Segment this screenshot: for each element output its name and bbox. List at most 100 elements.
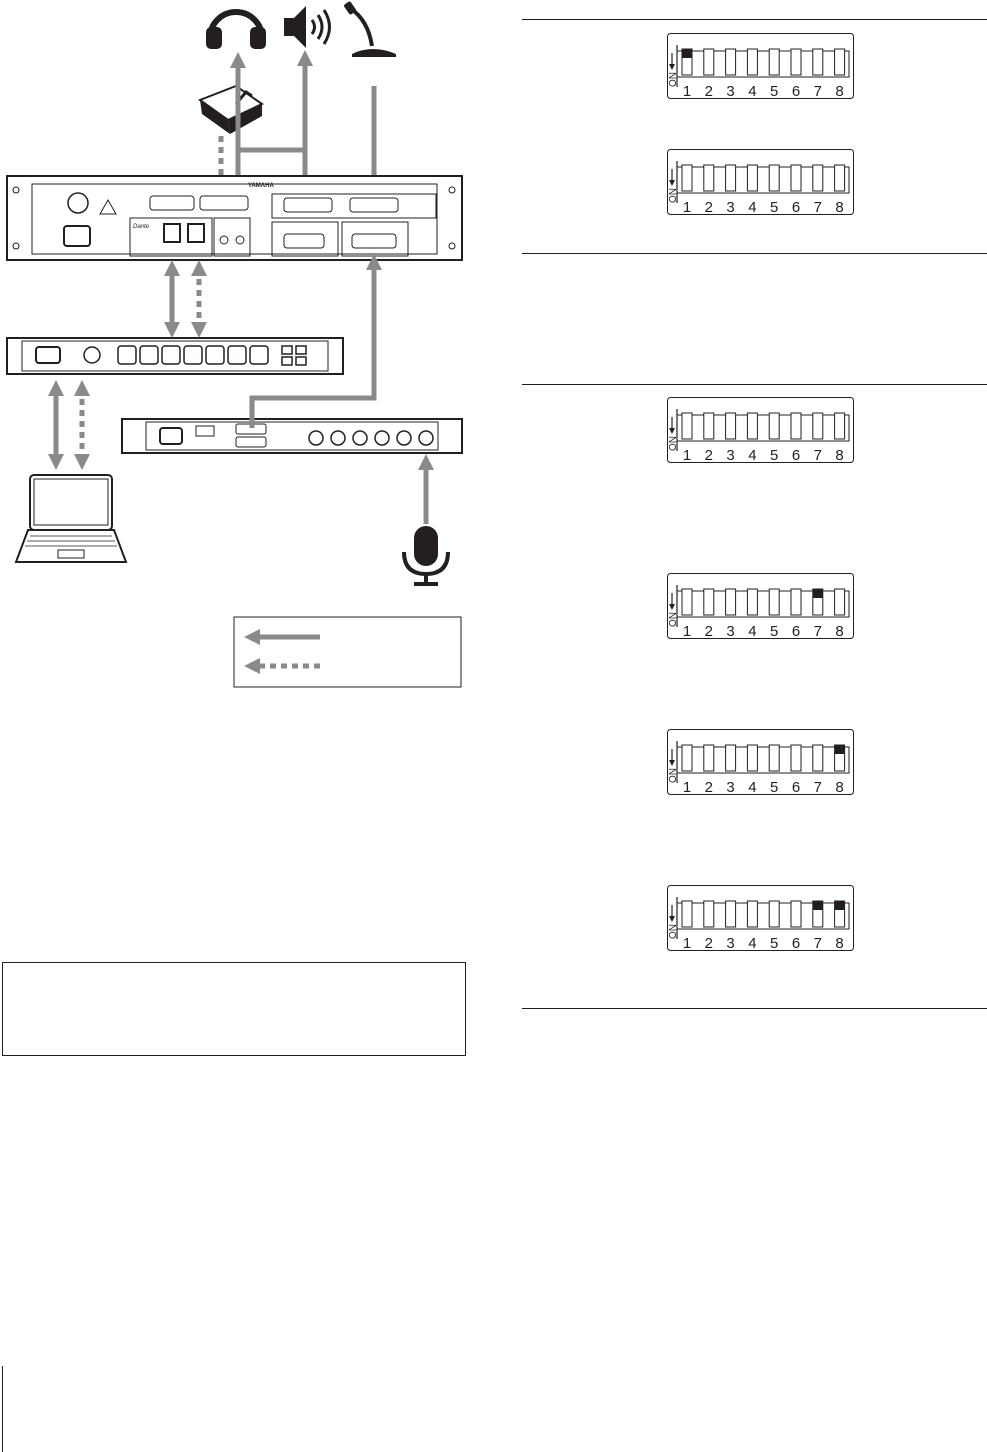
dip-switch-lever-4 bbox=[746, 744, 758, 772]
dip-switch-lever-1 bbox=[681, 48, 693, 76]
processor-unit: YAMAHA Dante bbox=[6, 175, 463, 261]
dip-switch-lever-4 bbox=[746, 164, 758, 192]
dip-switch-lever-3 bbox=[725, 744, 737, 772]
network-switch-unit bbox=[6, 337, 344, 375]
dip-switch-lever-8 bbox=[834, 412, 846, 440]
on-label: ON bbox=[668, 612, 679, 627]
laptop-icon bbox=[14, 474, 128, 563]
dip-switch-number: 8 bbox=[835, 779, 843, 795]
dip-switch-lever-4 bbox=[746, 588, 758, 616]
dip-switch-number: 1 bbox=[683, 623, 691, 639]
dip-switch-number: 1 bbox=[683, 447, 691, 463]
dip-switch-number: 1 bbox=[683, 199, 691, 215]
dip-switch-lever-3 bbox=[725, 48, 737, 76]
speaker-icon bbox=[284, 6, 331, 48]
dip-switch-number: 6 bbox=[792, 199, 800, 215]
dip-switch-number: 4 bbox=[748, 447, 756, 463]
dip-switch-number: 3 bbox=[726, 83, 734, 99]
dip-switch-lever-4 bbox=[746, 900, 758, 928]
dip-switch-lever-2 bbox=[703, 412, 715, 440]
dip-switch-lever-8 bbox=[834, 588, 846, 616]
dip-switch-number: 8 bbox=[835, 83, 843, 99]
dip-switch-number: 4 bbox=[748, 779, 756, 795]
dip-switch-lever-7 bbox=[812, 744, 824, 772]
dip-switch-number: 7 bbox=[814, 935, 822, 951]
processor-brand-label: YAMAHA bbox=[248, 183, 274, 189]
dip-switch-number: 6 bbox=[792, 623, 800, 639]
dip-switch-number: 7 bbox=[814, 779, 822, 795]
dip-switch-number: 6 bbox=[792, 935, 800, 951]
dip-switch-lever-2 bbox=[703, 588, 715, 616]
on-label: ON bbox=[668, 436, 679, 451]
dip-switch-number: 5 bbox=[770, 779, 778, 795]
dip-switch-lever-1 bbox=[681, 900, 693, 928]
dante-logo-label: Dante bbox=[133, 224, 150, 230]
dip-switch-number: 4 bbox=[748, 623, 756, 639]
dip-switch-lever-3 bbox=[725, 588, 737, 616]
dip-switch-number: 8 bbox=[835, 935, 843, 951]
legend bbox=[233, 616, 462, 688]
dip-switch-lever-7 bbox=[812, 164, 824, 192]
divider-4 bbox=[522, 1008, 987, 1009]
dip-switch-number: 8 bbox=[835, 623, 843, 639]
dip-switch-lever-8 bbox=[834, 900, 846, 928]
dip-switch-lever-1 bbox=[681, 588, 693, 616]
dip-switch-number: 7 bbox=[814, 199, 822, 215]
dip-switch-lever-5 bbox=[768, 164, 780, 192]
dip-switch-number: 6 bbox=[792, 83, 800, 99]
dip-switch-number: 3 bbox=[726, 935, 734, 951]
dip-switch-number: 7 bbox=[814, 83, 822, 99]
dip-switch-number: 5 bbox=[770, 199, 778, 215]
dip-switch-lever-6 bbox=[790, 48, 802, 76]
dip-switch-lever-1 bbox=[681, 412, 693, 440]
divider-2 bbox=[522, 253, 987, 254]
divider-3 bbox=[522, 384, 987, 385]
dip-switch-lever-7 bbox=[812, 48, 824, 76]
dip-switch-number: 5 bbox=[770, 83, 778, 99]
dip-switch-number: 3 bbox=[726, 447, 734, 463]
headphones-icon bbox=[206, 9, 266, 49]
on-arrow-head-icon bbox=[669, 180, 675, 186]
dip-switch-lever-6 bbox=[790, 588, 802, 616]
dip-switch-lever-1 bbox=[681, 744, 693, 772]
dip-switch-lever-5 bbox=[768, 48, 780, 76]
io-rack-unit bbox=[121, 418, 463, 454]
note-text bbox=[3, 963, 465, 983]
dip-switch-number: 7 bbox=[814, 623, 822, 639]
dip-switch-lever-3 bbox=[725, 164, 737, 192]
on-label: ON bbox=[668, 924, 679, 939]
dip-switch-lever-7 bbox=[812, 900, 824, 928]
on-label: ON bbox=[668, 768, 679, 783]
gooseneck-mic-icon bbox=[344, 1, 396, 57]
dip-switch-lever-5 bbox=[768, 900, 780, 928]
dip-switch-number: 7 bbox=[814, 447, 822, 463]
dip-switch-number: 8 bbox=[835, 447, 843, 463]
on-arrow-head-icon bbox=[669, 64, 675, 70]
on-arrow-head-icon bbox=[669, 428, 675, 434]
on-arrow-head-icon bbox=[669, 760, 675, 766]
on-label: ON bbox=[668, 72, 679, 87]
dip-switch-lever-2 bbox=[703, 744, 715, 772]
dip-switch-number: 4 bbox=[748, 199, 756, 215]
dip-switch-lever-6 bbox=[790, 164, 802, 192]
dip-switch-number: 2 bbox=[705, 935, 713, 951]
dip-switch-number: 8 bbox=[835, 199, 843, 215]
on-arrow-head-icon bbox=[669, 604, 675, 610]
dip-switch-lever-6 bbox=[790, 412, 802, 440]
dip-switch-lever-5 bbox=[768, 588, 780, 616]
dip-switch-number: 1 bbox=[683, 83, 691, 99]
dip-switch-number: 2 bbox=[705, 199, 713, 215]
dip-switch-lever-5 bbox=[768, 412, 780, 440]
dip-switch-number: 6 bbox=[792, 779, 800, 795]
dip-switch-lever-4 bbox=[746, 412, 758, 440]
